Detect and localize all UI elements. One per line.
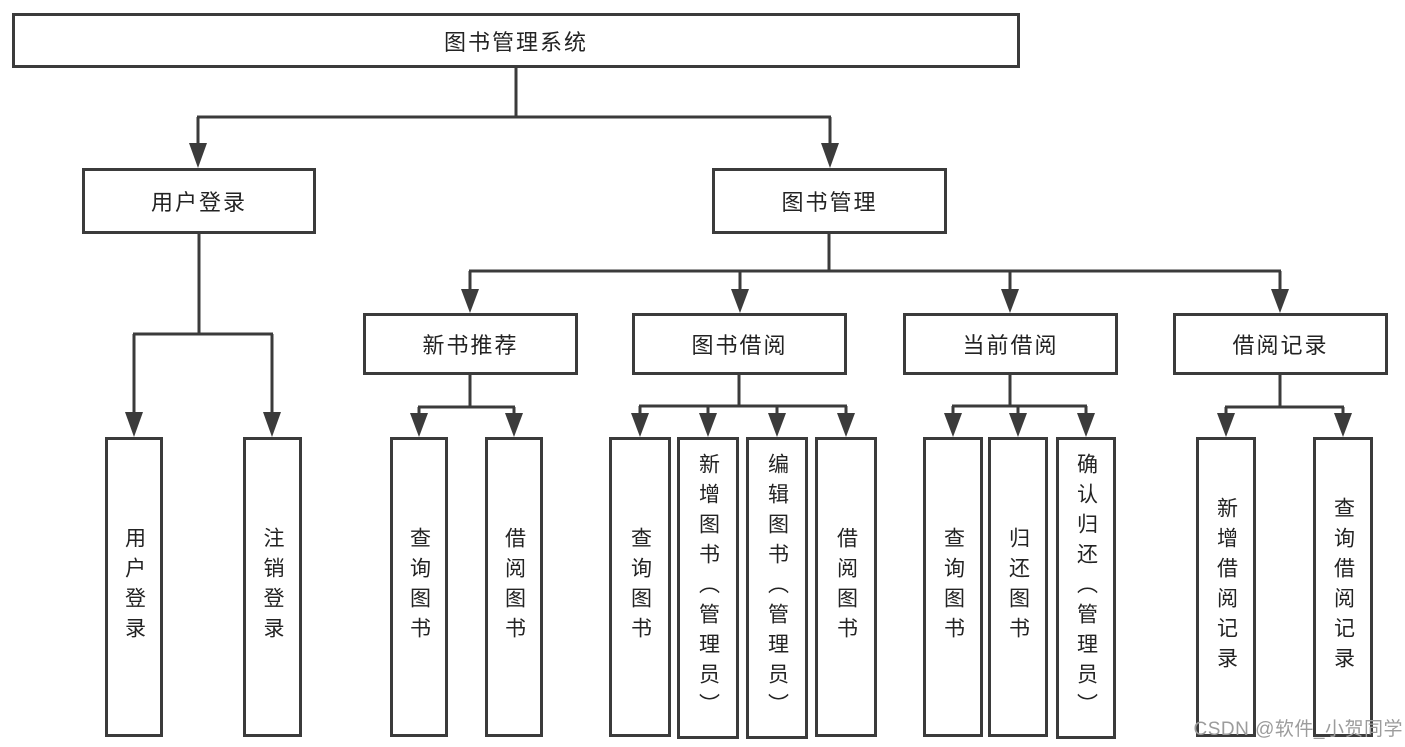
- connector-book-borrow-children: [638, 375, 848, 414]
- node-leaf-br-add-record: 新增借阅记录: [1196, 437, 1256, 737]
- connector-book-mgmt-children: [468, 234, 1282, 291]
- node-user-login: 用户登录: [82, 168, 316, 234]
- node-leaf-bb-edit-book-admin: 编辑图书（管理员）: [746, 437, 808, 739]
- node-leaf-bb-query-book: 查询图书: [609, 437, 671, 737]
- node-leaf-logout: 注销登录: [243, 437, 302, 737]
- node-book-borrow: 图书借阅: [632, 313, 847, 375]
- node-leaf-cb-confirm-return-admin: 确认归还（管理员）: [1056, 437, 1116, 739]
- connector-user-login-children: [132, 234, 274, 414]
- connector-new-book-rec-children: [417, 375, 516, 414]
- node-leaf-br-query-record: 查询借阅记录: [1313, 437, 1373, 737]
- node-library-management-system: 图书管理系统: [12, 13, 1020, 68]
- connector-current-borrow-children: [951, 375, 1088, 414]
- connector-root-to-level1: [196, 68, 832, 145]
- csdn-watermark: CSDN @软件_小贺同学: [1193, 719, 1403, 740]
- node-leaf-cb-return-book: 归还图书: [988, 437, 1048, 737]
- node-leaf-bb-add-book-admin: 新增图书（管理员）: [677, 437, 739, 739]
- arrowheads: [125, 143, 1352, 437]
- node-leaf-rec-borrow-book: 借阅图书: [485, 437, 543, 737]
- node-current-borrow: 当前借阅: [903, 313, 1118, 375]
- node-leaf-bb-borrow-book: 借阅图书: [815, 437, 877, 737]
- node-leaf-user-login: 用户登录: [105, 437, 163, 737]
- node-leaf-rec-query-book: 查询图书: [390, 437, 448, 737]
- node-book-management: 图书管理: [712, 168, 947, 234]
- node-new-book-recommend: 新书推荐: [363, 313, 578, 375]
- connector-borrow-records-children: [1224, 375, 1345, 414]
- node-borrow-records: 借阅记录: [1173, 313, 1388, 375]
- node-leaf-cb-query-book: 查询图书: [923, 437, 983, 737]
